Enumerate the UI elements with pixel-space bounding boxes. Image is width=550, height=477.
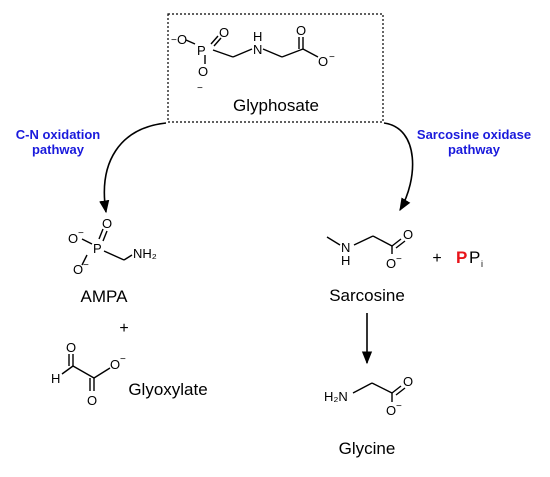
glyoxylate-o-bottom: O bbox=[87, 393, 97, 408]
glyphosate-o-left: O bbox=[177, 32, 187, 47]
sarcosine-oxidase-label-line1: Sarcosine oxidase bbox=[417, 127, 531, 142]
ampa-nh2: NH₂ bbox=[133, 246, 157, 261]
ampa-o-top: O bbox=[102, 216, 112, 231]
ampa-phosphorus: P bbox=[93, 241, 102, 256]
ampa-o-bottom-charge: − bbox=[83, 260, 89, 271]
glyphosate-n: N bbox=[253, 42, 262, 57]
glyphosate-label: Glyphosate bbox=[233, 96, 319, 115]
ampa-structure: O − P O O − NH₂ AMPA bbox=[68, 216, 157, 306]
sarcosine-oxidase-label-line2: pathway bbox=[448, 142, 501, 157]
right-plus-sign: + bbox=[432, 250, 441, 267]
pyrophosphate-label: P P i bbox=[456, 248, 483, 269]
sarcosine-structure: N H O O − Sarcosine bbox=[326, 227, 413, 305]
cn-oxidation-label-line1: C-N oxidation bbox=[16, 127, 101, 142]
sarcosine-h: H bbox=[341, 253, 350, 268]
cn-oxidation-label-line2: pathway bbox=[32, 142, 85, 157]
glyphosate-o-carboxylate: O bbox=[318, 54, 328, 69]
glycine-o-carboxylate: O bbox=[386, 403, 396, 418]
left-pathway-arrow bbox=[99, 122, 167, 214]
sarcosine-label: Sarcosine bbox=[329, 286, 405, 305]
glycine-label: Glycine bbox=[339, 439, 396, 458]
right-pathway-arrow bbox=[383, 122, 414, 212]
glyphosate-o-bottom-charge: − bbox=[197, 83, 203, 94]
ampa-label: AMPA bbox=[81, 287, 129, 306]
ampa-o-left: O bbox=[68, 231, 78, 246]
glyoxylate-o-carboxylate-charge: − bbox=[120, 354, 126, 365]
sarcosine-o-carboxylate: O bbox=[386, 256, 396, 271]
ppi-red-p: P bbox=[456, 248, 467, 267]
glycine-h2n: H₂N bbox=[324, 389, 348, 404]
glycine-o-carbonyl: O bbox=[403, 374, 413, 389]
glyphosate-o-carboxylate-charge: − bbox=[329, 52, 335, 63]
ppi-p: P bbox=[469, 248, 480, 267]
glyphosate-structure: − O P O O − H N O O − Glyphosate bbox=[167, 13, 384, 123]
sarcosine-n: N bbox=[341, 240, 350, 255]
glyphosate-h: H bbox=[253, 29, 262, 44]
ppi-subscript: i bbox=[481, 259, 483, 269]
glyoxylate-label: Glyoxylate bbox=[128, 380, 207, 399]
glyphosate-phosphorus: P bbox=[197, 43, 206, 58]
glyphosate-o-carbonyl: O bbox=[296, 23, 306, 38]
ampa-o-left-charge: − bbox=[78, 228, 84, 239]
glycine-o-carboxylate-charge: − bbox=[396, 401, 402, 412]
sarcosine-o-carbonyl: O bbox=[403, 227, 413, 242]
left-plus-sign: + bbox=[119, 320, 128, 337]
glyoxylate-h: H bbox=[51, 371, 60, 386]
glyphosate-o-top: O bbox=[219, 25, 229, 40]
glyphosate-o-minus-charge: − bbox=[171, 35, 177, 46]
glyphosate-box bbox=[167, 13, 384, 123]
glyoxylate-structure: H O O O − Glyoxylate bbox=[51, 340, 208, 408]
glyoxylate-o-top: O bbox=[66, 340, 76, 355]
ampa-o-bottom: O bbox=[73, 262, 83, 277]
glycine-structure: H₂N O O − Glycine bbox=[324, 374, 413, 458]
sarcosine-o-carboxylate-charge: − bbox=[396, 254, 402, 265]
glyphosate-o-bottom: O bbox=[198, 64, 208, 79]
glyoxylate-o-carboxylate: O bbox=[110, 357, 120, 372]
